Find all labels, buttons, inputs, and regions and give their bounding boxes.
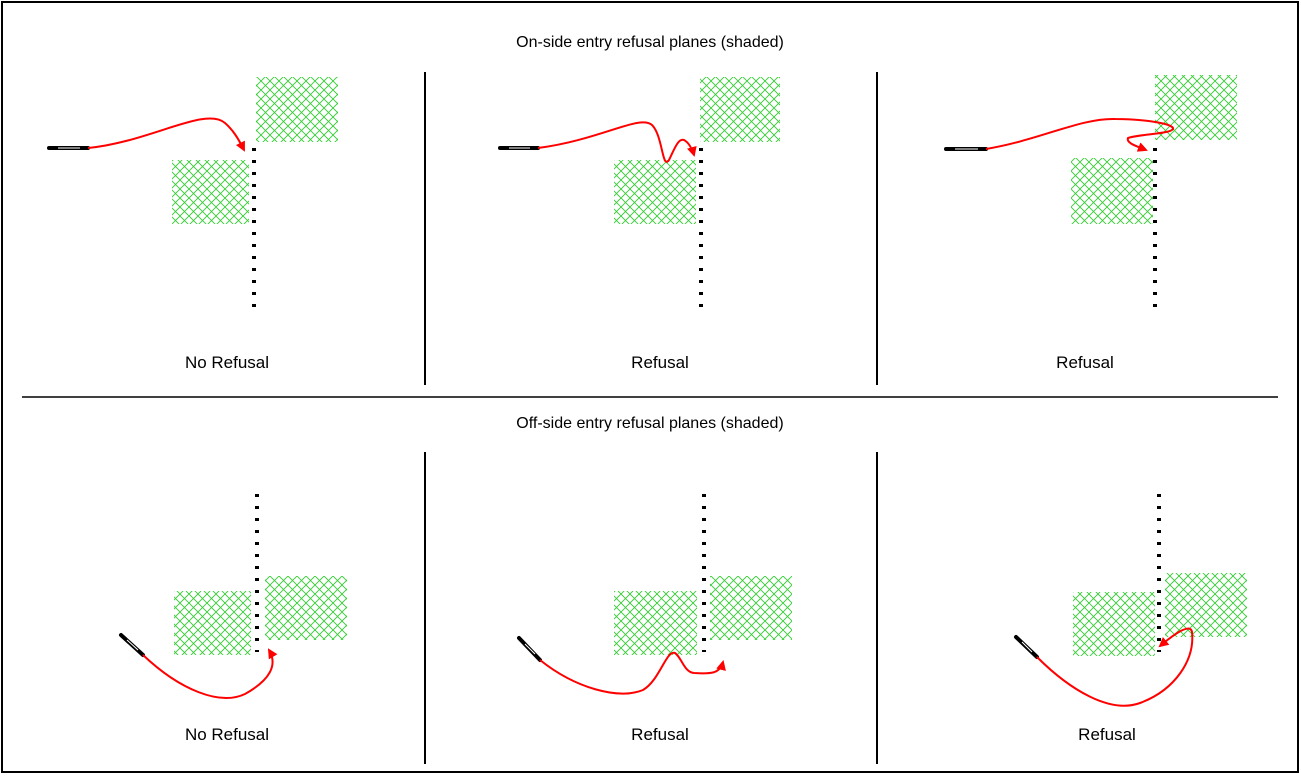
refusal-plane: [1165, 573, 1247, 637]
refusal-plane: [172, 160, 249, 224]
refusal-plane: [614, 591, 697, 655]
panel-bottom-2: [517, 494, 792, 695]
panel-top-2: [498, 77, 780, 310]
panel-label-top-3: Refusal: [1056, 353, 1114, 372]
panel-label-top-2: Refusal: [631, 353, 689, 372]
rider-figure: [119, 633, 145, 657]
approach-path: [87, 117, 245, 152]
refusal-plane: [174, 591, 251, 655]
refusal-plane: [256, 77, 338, 142]
rider-figure: [517, 636, 542, 662]
bottom-section-title: Off-side entry refusal planes (shaded): [516, 415, 783, 432]
refusal-plane: [710, 576, 792, 640]
refusal-plane: [614, 160, 696, 224]
approach-path: [1036, 627, 1194, 707]
refusal-plane: [1155, 75, 1237, 140]
approach-path: [985, 117, 1175, 152]
approach-path: [142, 648, 278, 699]
refusal-plane: [1073, 592, 1155, 656]
rider-figure: [1014, 635, 1039, 659]
panel-label-top-1: No Refusal: [185, 353, 269, 372]
top-section-title: On-side entry refusal planes (shaded): [516, 34, 784, 51]
approach-path: [539, 651, 726, 695]
refusal-plane: [1071, 158, 1153, 224]
panel-bottom-1: [119, 494, 347, 699]
approach-path: [537, 121, 697, 163]
panel-top-3: [944, 75, 1237, 310]
panel-label-bottom-2: Refusal: [631, 725, 689, 744]
refusal-plane: [265, 576, 347, 640]
panel-label-bottom-1: No Refusal: [185, 725, 269, 744]
panel-bottom-3: [1014, 494, 1247, 707]
refusal-plane: [700, 77, 780, 142]
panel-top-1: [47, 77, 338, 310]
panel-label-bottom-3: Refusal: [1078, 725, 1136, 744]
